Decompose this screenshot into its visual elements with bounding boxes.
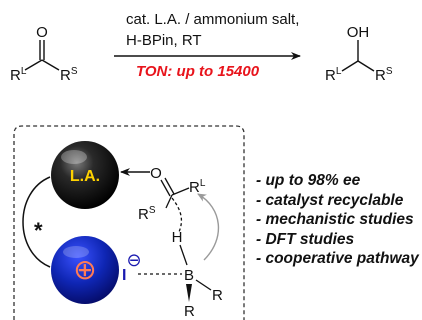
tether-arc <box>22 176 51 268</box>
feature-item: - DFT studies <box>256 230 355 248</box>
lewis-acid-sphere <box>51 141 119 209</box>
mech-r-right-label: R <box>212 287 223 304</box>
lewis-acid-highlight <box>61 150 87 164</box>
alcohol-r-left-label: RL <box>325 66 342 84</box>
cation-sphere <box>51 236 119 304</box>
alcohol-bond-left <box>341 60 359 72</box>
mech-r-down-label: R <box>184 303 195 320</box>
h-b-bond <box>179 244 188 266</box>
cation-plus-symbol: ⊕ <box>73 253 96 286</box>
ketone-oxygen-label: O <box>36 24 48 41</box>
tether-asterisk: * <box>34 218 43 243</box>
mech-co-double-bond-b <box>164 177 175 195</box>
alcohol-hydroxyl-label: OH <box>347 24 370 41</box>
reaction-arrow-group: cat. L.A. / ammonium salt, H-BPin, RT TO… <box>114 11 301 80</box>
mech-iodide-label: I <box>122 267 126 284</box>
feature-item: - mechanistic studies <box>256 211 414 228</box>
conditions-line-2: H-BPin, RT <box>126 32 202 49</box>
cation-highlight <box>63 246 89 258</box>
feature-item: - cooperative pathway <box>256 250 419 267</box>
hydride-transfer-arrow <box>197 193 220 261</box>
ketone-structure: O RL RS <box>10 24 78 84</box>
mech-co-double-bond-a <box>160 179 171 197</box>
mechanism-panel: * L.A. ⊕ O RL RS H B R R I ⊖ <box>13 125 245 320</box>
mech-bond-rs <box>165 194 173 209</box>
mech-hydride-label: H <box>172 229 183 246</box>
mech-r-large-label: RL <box>189 178 206 196</box>
ketone-r-left-label: RL <box>10 66 27 84</box>
ton-label: TON: up to 15400 <box>136 63 260 80</box>
mech-r-small-label: RS <box>138 205 156 223</box>
ketone-bond-left <box>24 59 43 71</box>
b-r-wedge-bond <box>186 284 192 302</box>
mech-bond-rl <box>171 187 190 196</box>
anion-minus-symbol: ⊖ <box>126 250 141 271</box>
mech-oxygen-label: O <box>150 165 162 182</box>
mech-boron-label: B <box>184 267 194 284</box>
hydride-dashed-interaction <box>171 197 183 233</box>
features-list: - up to 98% ee - catalyst recyclable - m… <box>256 171 422 269</box>
feature-item: - catalyst recyclable <box>256 191 404 209</box>
b-r-right-bond <box>195 279 212 291</box>
alcohol-bond-right <box>357 60 375 72</box>
alcohol-r-right-label: RS <box>375 66 393 84</box>
ketone-r-right-label: RS <box>60 66 78 84</box>
conditions-line-1: cat. L.A. / ammonium salt, <box>126 11 299 28</box>
alcohol-structure: OH RL RS <box>325 24 393 84</box>
lewis-acid-label: L.A. <box>70 168 100 185</box>
dashed-frame <box>13 125 245 320</box>
feature-item: - up to 98% ee <box>256 172 361 189</box>
ketone-bond-right <box>41 59 60 71</box>
